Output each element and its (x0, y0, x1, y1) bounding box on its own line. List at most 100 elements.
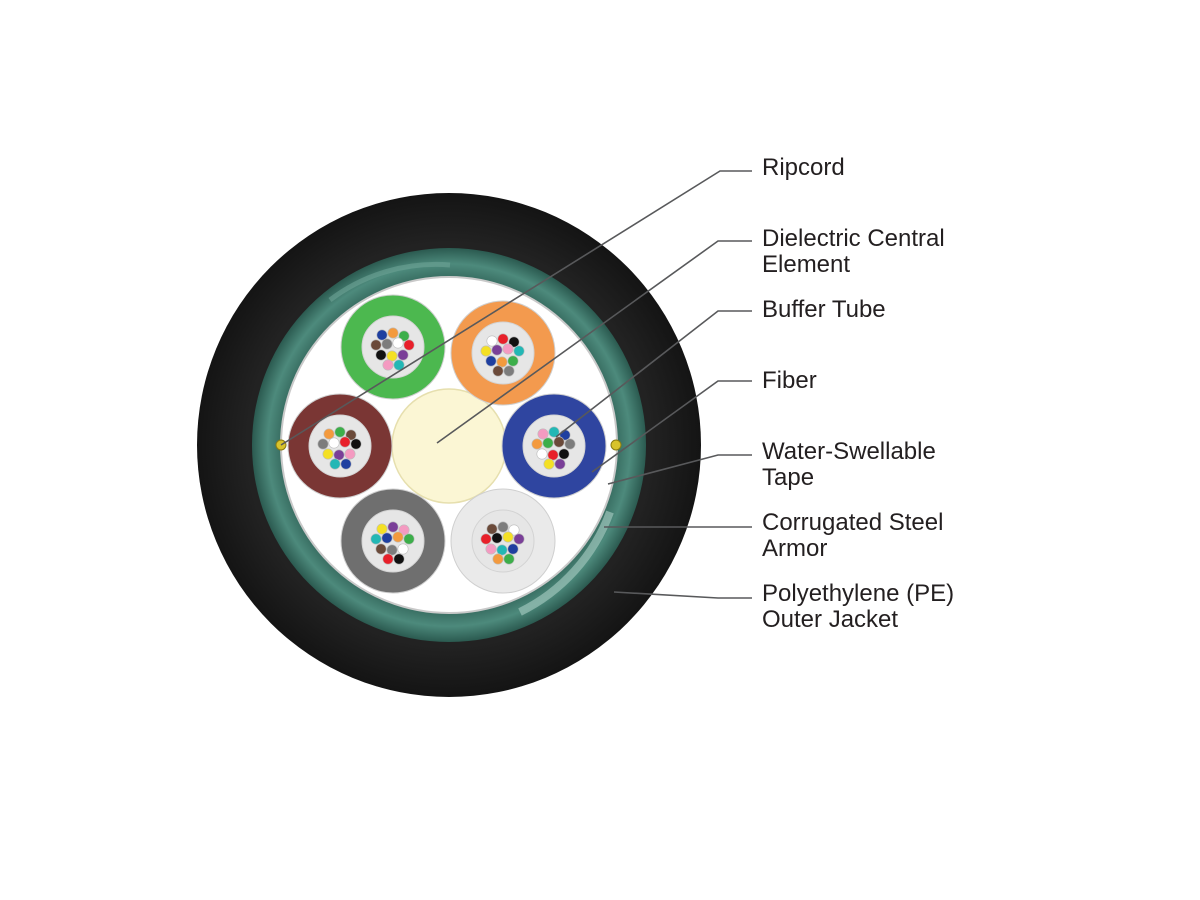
label-buffer-tube: Buffer Tube (762, 296, 886, 323)
fiber-green-3 (398, 330, 410, 342)
label-armor-line2: Armor (762, 535, 827, 562)
fiber-slate-9 (386, 544, 398, 556)
buffer-tube-gel-green (361, 315, 425, 379)
fiber-green-1 (376, 329, 388, 341)
label-water-swellable-tape-line1: Water-Swellable (762, 438, 936, 465)
fiber-orange-7 (513, 345, 525, 357)
label-water-swellable-tape: Water-Swellable Tape (762, 438, 943, 491)
label-central-element: Dielectric Central Element (762, 225, 951, 278)
armor-highlight (518, 510, 614, 616)
fiber-orange-2 (497, 333, 509, 345)
fiber-slate-6 (392, 531, 404, 543)
fiber-white-3 (508, 524, 520, 536)
leader-buffer-tube (555, 310, 752, 438)
label-outer-jacket: Polyethylene (PE) Outer Jacket (762, 580, 961, 633)
label-fiber-line1: Fiber (762, 367, 817, 394)
fiber-green-11 (382, 359, 394, 371)
label-outer-jacket-line1: Polyethylene (PE) (762, 580, 954, 607)
label-central-element-line2: Element (762, 251, 850, 278)
fiber-brown-2 (334, 426, 346, 438)
fiber-blue-2 (548, 426, 560, 438)
label-fiber: Fiber (762, 367, 817, 394)
fiber-slate-3 (398, 524, 410, 536)
fiber-slate-1 (376, 523, 388, 535)
label-armor: Corrugated Steel Armor (762, 509, 950, 562)
fiber-blue-4 (531, 438, 543, 450)
fiber-brown-4 (317, 438, 329, 450)
fiber-brown-10 (344, 448, 356, 460)
fiber-blue-9 (547, 449, 559, 461)
leader-fiber (591, 380, 752, 473)
fiber-brown-6 (339, 436, 351, 448)
fiber-brown-8 (322, 448, 334, 460)
fiber-orange-4 (480, 345, 492, 357)
fiber-blue-11 (543, 458, 555, 470)
leader-ripcord (280, 170, 752, 446)
fiber-brown-1 (323, 428, 335, 440)
fiber-green-6 (392, 337, 404, 349)
leader-central-element (436, 240, 752, 444)
buffer-tube-gel-slate (361, 509, 425, 573)
fiber-white-8 (485, 543, 497, 555)
fiber-green-9 (386, 350, 398, 362)
label-ripcord-line1: Ripcord (762, 154, 845, 181)
buffer-tube-gel-white (471, 509, 535, 573)
fiber-green-7 (403, 339, 415, 351)
fiber-slate-8 (375, 543, 387, 555)
buffer-tube-gel-orange (471, 321, 535, 385)
fiber-orange-8 (485, 355, 497, 367)
leader-water-swellable-tape (607, 454, 752, 485)
fiber-slate-11 (382, 553, 394, 565)
fiber-slate-7 (403, 533, 415, 545)
label-central-element-line1: Dielectric Central (762, 225, 945, 252)
armor-highlight-top (328, 261, 451, 302)
ripcord-right (610, 439, 622, 451)
fiber-green-2 (387, 327, 399, 339)
fiber-blue-6 (553, 436, 565, 448)
fiber-white-6 (502, 531, 514, 543)
label-outer-jacket-line2: Outer Jacket (762, 606, 898, 633)
fiber-brown-9 (333, 449, 345, 461)
fiber-white-5 (491, 532, 503, 544)
fiber-blue-7 (564, 438, 576, 450)
fiber-slate-12 (393, 553, 405, 565)
fiber-white-7 (513, 533, 525, 545)
fiber-blue-5 (542, 437, 554, 449)
fiber-slate-4 (370, 533, 382, 545)
fiber-orange-5 (491, 344, 503, 356)
fiber-orange-12 (503, 365, 515, 377)
fiber-green-12 (393, 359, 405, 371)
fiber-brown-12 (340, 458, 352, 470)
label-armor-line1: Corrugated Steel (762, 509, 943, 536)
fiber-brown-11 (329, 458, 341, 470)
fiber-brown-5 (328, 437, 340, 449)
fiber-slate-5 (381, 532, 393, 544)
fiber-green-10 (397, 349, 409, 361)
buffer-tubes (287, 294, 607, 594)
fiber-orange-9 (496, 356, 508, 368)
fiber-slate-10 (397, 543, 409, 555)
fiber-orange-11 (492, 365, 504, 377)
fiber-white-11 (492, 553, 504, 565)
fiber-green-8 (375, 349, 387, 361)
fiber-brown-3 (345, 429, 357, 441)
fiber-white-12 (503, 553, 515, 565)
fiber-green-4 (370, 339, 382, 351)
leader-outer-jacket (613, 591, 752, 599)
label-ripcord: Ripcord (762, 154, 845, 181)
fiber-brown-7 (350, 438, 362, 450)
fiber-white-1 (486, 523, 498, 535)
fiber-white-9 (496, 544, 508, 556)
fiber-green-5 (381, 338, 393, 350)
fiber-blue-12 (554, 458, 566, 470)
buffer-tube-gel-blue (522, 414, 586, 478)
fiber-blue-1 (537, 428, 549, 440)
fiber-white-2 (497, 521, 509, 533)
label-water-swellable-tape-line2: Tape (762, 464, 814, 491)
fiber-white-4 (480, 533, 492, 545)
fiber-white-10 (507, 543, 519, 555)
fiber-blue-8 (536, 448, 548, 460)
fiber-orange-6 (502, 343, 514, 355)
label-buffer-tube-line1: Buffer Tube (762, 296, 886, 323)
